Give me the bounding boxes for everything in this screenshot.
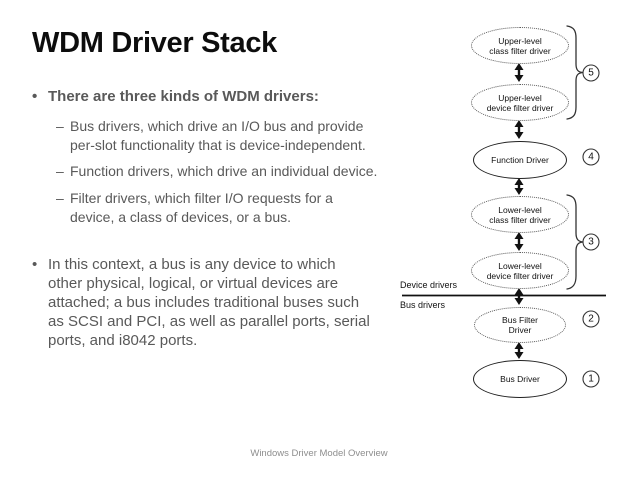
bullet-line: other physical, logical, or virtual devi…: [48, 275, 339, 292]
sub-bullet-line: Filter drivers, which filter I/O request…: [70, 190, 333, 206]
bullet-item-bus-context: • In this context, a bus is any device t…: [32, 255, 370, 350]
sub-bullet-line: Bus drivers, which drive an I/O bus and …: [70, 118, 364, 134]
bullet-marker: •: [32, 88, 38, 105]
arrow-icon: [514, 63, 524, 359]
bullet-marker: •: [32, 256, 38, 273]
node-lower-class-filter-driver: Lower-level class filter driver: [471, 196, 569, 233]
bus-drivers-label: Bus drivers: [400, 300, 446, 310]
bullet-item-kinds: • There are three kinds of WDM drivers:: [32, 87, 319, 106]
badge-3: 3: [588, 237, 594, 248]
node-label-line: Driver: [508, 325, 532, 335]
node-label-line: class filter driver: [489, 214, 551, 225]
bullet-line: as SCSI and PCI, as well as parallel por…: [48, 313, 370, 330]
badge-circle: [582, 310, 600, 328]
slide-footer: Windows Driver Model Overview: [250, 448, 388, 459]
node-bus-driver: Bus Driver: [473, 360, 567, 398]
node-lower-device-filter-driver: Lower-level device filter driver: [471, 252, 569, 289]
node-upper-class-filter-driver: Upper-level class filter driver: [471, 27, 569, 64]
badge-5: 5: [588, 68, 594, 79]
diagram-connectors: 5 4 3 2 1: [402, 25, 606, 388]
driver-stack-diagram: 5 4 3 2 1 Upper-level class filter drive…: [388, 18, 638, 428]
badge-circle: [582, 148, 600, 166]
node-label-line: Upper-level: [498, 92, 542, 103]
node-function-driver: Function Driver: [473, 141, 567, 179]
badge-4: 4: [588, 152, 594, 163]
dash-marker: –: [56, 190, 64, 206]
level-badges: 5 4 3 2 1: [582, 64, 600, 388]
bullet-text: There are three kinds of WDM drivers:: [48, 88, 319, 105]
dash-marker: –: [56, 118, 64, 134]
node-label-line: device filter driver: [486, 102, 554, 113]
badge-circle: [582, 370, 600, 388]
device-drivers-label: Device drivers: [400, 280, 458, 290]
badge-2: 2: [588, 314, 594, 325]
bullet-line: attached; a bus includes traditional bus…: [48, 294, 360, 311]
sub-bullet-filter-drivers: – Filter drivers, which filter I/O reque…: [56, 189, 333, 226]
node-bus-filter-driver: Bus Filter Driver: [474, 307, 566, 343]
bullet-line: In this context, a bus is any device to …: [48, 256, 336, 273]
badge-circle: [582, 233, 600, 251]
node-label-line: Upper-level: [498, 35, 542, 46]
sub-bullet-line: device, a class of devices, or a bus.: [70, 208, 291, 225]
node-label-line: Bus Filter: [502, 315, 538, 325]
node-label-line: class filter driver: [489, 45, 551, 56]
sub-bullet-line: per-slot functionality that is device-in…: [70, 136, 366, 153]
badge-1: 1: [588, 374, 594, 385]
node-upper-device-filter-driver: Upper-level device filter driver: [471, 84, 569, 121]
node-label-line: Function Driver: [491, 155, 549, 165]
node-label-line: Bus Driver: [500, 374, 540, 384]
node-label-line: device filter driver: [486, 270, 554, 281]
sub-bullet-function-drivers: – Function drivers, which drive an indiv…: [56, 162, 377, 181]
node-label-line: Lower-level: [498, 204, 542, 215]
sub-bullet-line: Function drivers, which drive an individ…: [70, 163, 378, 179]
page-title: WDM Driver Stack: [32, 27, 277, 59]
node-label-line: Lower-level: [498, 260, 542, 271]
brace-lower-filters: [566, 194, 585, 290]
bullet-line: ports, and i8042 ports.: [48, 332, 198, 349]
badge-circle: [582, 64, 600, 82]
sub-bullet-bus-drivers: – Bus drivers, which drive an I/O bus an…: [56, 117, 366, 154]
dash-marker: –: [56, 163, 64, 179]
brace-upper-filters: [566, 25, 585, 120]
